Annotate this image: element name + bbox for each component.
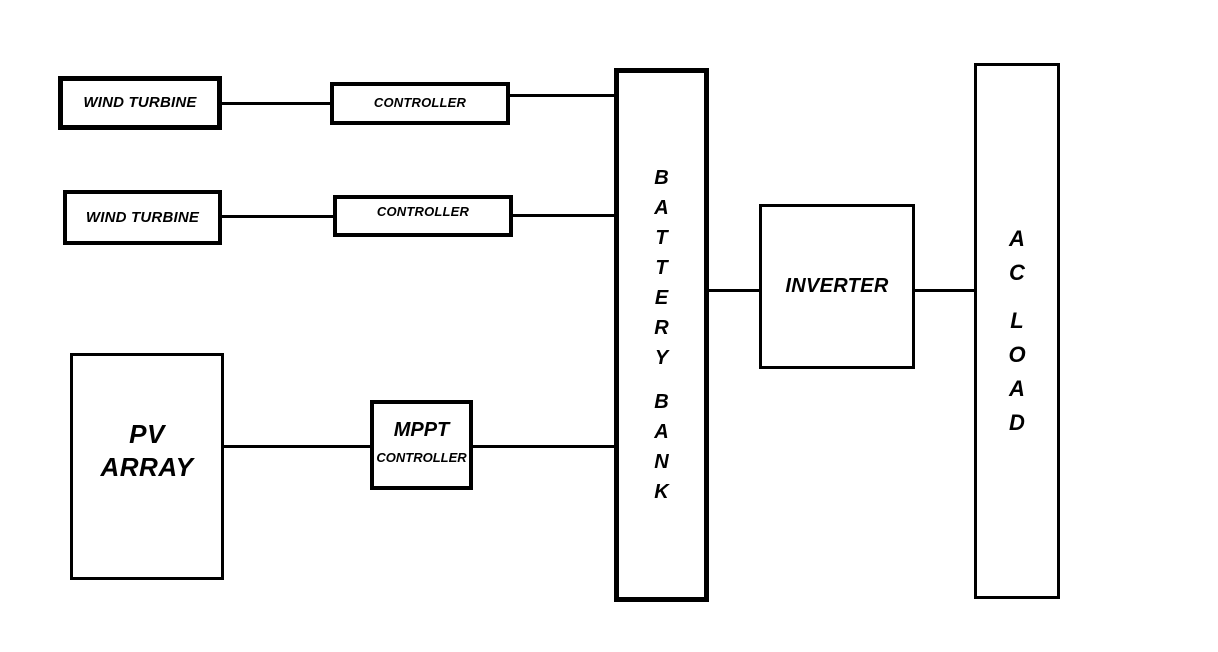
battery-bank-char: T (655, 227, 668, 249)
controller-2-label: CONTROLLER (376, 204, 470, 219)
wire-controller-2-to-battery-bank (512, 214, 619, 217)
pv-array-label-line2: ARRAY (100, 451, 194, 482)
ac-load-char: L (1010, 307, 1024, 333)
battery-bank-char: Y (654, 347, 669, 369)
wire-wind-turbine-1-to-controller-1 (219, 102, 335, 105)
ac-load-char: D (1009, 410, 1025, 436)
mppt-controller-sublabel: CONTROLLER (376, 450, 467, 465)
block-controller-2[interactable]: CONTROLLER (333, 195, 513, 237)
controller-1-label: CONTROLLER (373, 95, 467, 111)
battery-bank-char: N (654, 451, 669, 473)
wire-mppt-to-battery-bank (473, 445, 619, 448)
wire-pv-array-to-mppt (221, 445, 373, 448)
block-ac-load[interactable]: A C L O A D (974, 63, 1060, 599)
ac-load-vertical-label: A C L O A D (1008, 222, 1025, 441)
battery-bank-char: T (655, 257, 668, 279)
battery-bank-char: B (654, 167, 669, 189)
ac-load-char: C (1009, 259, 1025, 285)
mppt-label: MPPT (393, 419, 450, 441)
battery-bank-char: A (654, 197, 669, 219)
wind-turbine-2-label: WIND TURBINE (85, 208, 200, 226)
pv-array-label-line1: PV (129, 419, 165, 449)
ac-load-char: A (1009, 225, 1025, 251)
wire-battery-bank-to-inverter (705, 289, 763, 292)
block-battery-bank[interactable]: B A T T E R Y B A N K (614, 68, 709, 602)
battery-bank-char: E (654, 287, 669, 309)
wire-wind-turbine-2-to-controller-2 (219, 215, 337, 218)
block-controller-1[interactable]: CONTROLLER (330, 82, 510, 125)
block-pv-array[interactable]: PV ARRAY (70, 353, 224, 580)
block-wind-turbine-1[interactable]: WIND TURBINE (58, 76, 222, 130)
ac-load-char: A (1009, 376, 1025, 402)
battery-bank-char: B (654, 391, 669, 413)
wire-inverter-to-ac-load (911, 289, 977, 292)
battery-bank-char: A (654, 421, 669, 443)
inverter-label: INVERTER (785, 275, 889, 297)
battery-bank-vertical-label: B A T T E R Y B A N K (654, 163, 668, 507)
block-mppt-controller[interactable]: MPPT CONTROLLER (370, 400, 473, 490)
battery-bank-char: K (654, 481, 669, 503)
wire-controller-1-to-battery-bank (509, 94, 619, 97)
block-inverter[interactable]: INVERTER (759, 204, 915, 369)
wind-turbine-1-label: WIND TURBINE (83, 94, 197, 112)
block-wind-turbine-2[interactable]: WIND TURBINE (63, 190, 222, 245)
battery-bank-char: R (654, 317, 669, 339)
ac-load-char: O (1008, 342, 1026, 367)
